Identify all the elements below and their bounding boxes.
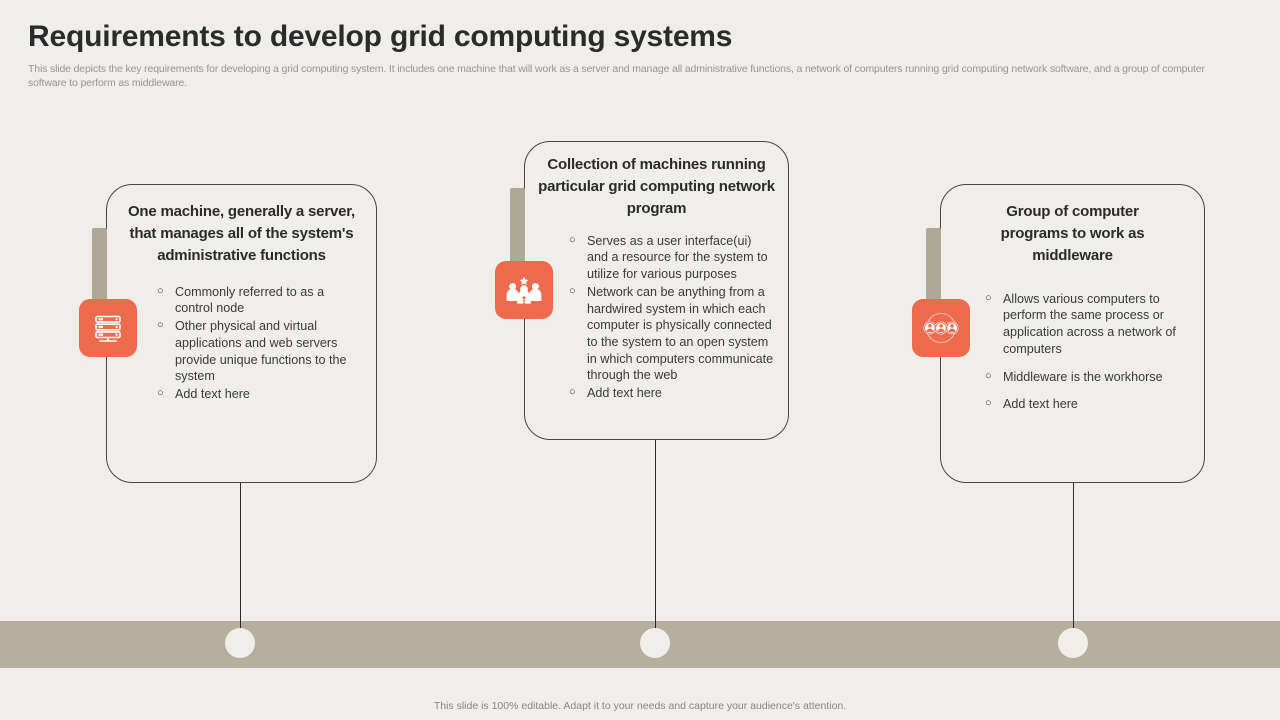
connector-line-2 bbox=[655, 440, 656, 642]
card-middleware-bullets: ○ Allows various computers to perform the… bbox=[983, 291, 1186, 413]
page-title: Requirements to develop grid computing s… bbox=[28, 20, 733, 53]
card-middleware-icon-badge[interactable] bbox=[912, 299, 970, 357]
slide-description: This slide depicts the key requirements … bbox=[28, 63, 1205, 89]
card-one-machine-icon-badge[interactable] bbox=[79, 299, 137, 357]
list-item-text: Middleware is the workhorse bbox=[1003, 369, 1163, 384]
list-item-text: Commonly referred to as a control node bbox=[175, 284, 325, 316]
card-one-machine[interactable]: One machine, generally a server, that ma… bbox=[106, 184, 377, 483]
connector-line-3 bbox=[1073, 482, 1074, 642]
list-item-text: Add text here bbox=[1003, 397, 1078, 412]
list-item: ○ Add text here bbox=[155, 386, 356, 403]
card-middleware-title: Group of computer programs to work as mi… bbox=[1000, 203, 1145, 265]
bullet-marker-icon: ○ bbox=[157, 284, 164, 297]
list-item: ○ Allows various computers to perform the… bbox=[983, 291, 1186, 358]
list-item-text: Add text here bbox=[175, 386, 250, 401]
bullet-marker-icon: ○ bbox=[985, 369, 992, 382]
list-item: ○ Network can be anything from a hardwire… bbox=[567, 284, 774, 384]
card-one-machine-bullets: ○Commonly referred to as a control node … bbox=[155, 284, 356, 403]
bullet-marker-icon: ○ bbox=[569, 284, 576, 297]
list-item-text: Allows various computers to perform the … bbox=[1003, 291, 1176, 356]
card-middleware-stem bbox=[926, 228, 941, 318]
list-item: ○ Serves as a user interface(ui) and a re… bbox=[567, 233, 774, 283]
bullet-marker-icon: ○ bbox=[569, 386, 576, 399]
bullet-marker-icon: ○ bbox=[985, 397, 992, 410]
card-collection-machines-title: Collection of machines running particula… bbox=[538, 156, 775, 218]
card-middleware[interactable]: Group of computer programs to work as mi… bbox=[940, 184, 1205, 483]
list-item-text: Add text here bbox=[587, 386, 662, 401]
list-item: ○ Add text here bbox=[567, 385, 774, 402]
list-item-text: Network can be anything from a hardwired… bbox=[587, 284, 774, 383]
bullet-marker-icon: ○ bbox=[985, 291, 992, 304]
list-item: ○ Middleware is the workhorse bbox=[983, 369, 1186, 386]
list-item-text: Serves as a user interface(ui) and a res… bbox=[587, 233, 768, 282]
server-rack-icon bbox=[91, 311, 125, 345]
list-item: ○ Commonly referred to as a control node bbox=[155, 284, 356, 317]
timeline-dot-2 bbox=[640, 628, 670, 658]
team-group-icon bbox=[506, 275, 542, 305]
card-collection-machines-bullets: ○ Serves as a user interface(ui) and a re… bbox=[567, 233, 774, 402]
list-item: ○ Add text here bbox=[983, 396, 1186, 413]
card-one-machine-stem bbox=[92, 228, 107, 318]
card-collection-machines[interactable]: Collection of machines running particula… bbox=[524, 141, 789, 440]
people-network-icon bbox=[922, 309, 960, 347]
card-one-machine-title: One machine, generally a server, that ma… bbox=[127, 203, 356, 265]
card-collection-machines-stem bbox=[510, 188, 525, 280]
bullet-marker-icon: ○ bbox=[157, 386, 164, 399]
card-collection-machines-icon-badge[interactable] bbox=[495, 261, 553, 319]
bullet-marker-icon: ○ bbox=[157, 319, 164, 332]
connector-line-1 bbox=[240, 482, 241, 642]
timeline-dot-1 bbox=[225, 628, 255, 658]
list-item: ○ Other physical and virtual applications… bbox=[155, 318, 356, 385]
bullet-marker-icon: ○ bbox=[569, 233, 576, 246]
timeline-dot-3 bbox=[1058, 628, 1088, 658]
footer-note: This slide is 100% editable. Adapt it to… bbox=[433, 700, 847, 712]
list-item-text: Other physical and virtual applications … bbox=[175, 319, 347, 384]
